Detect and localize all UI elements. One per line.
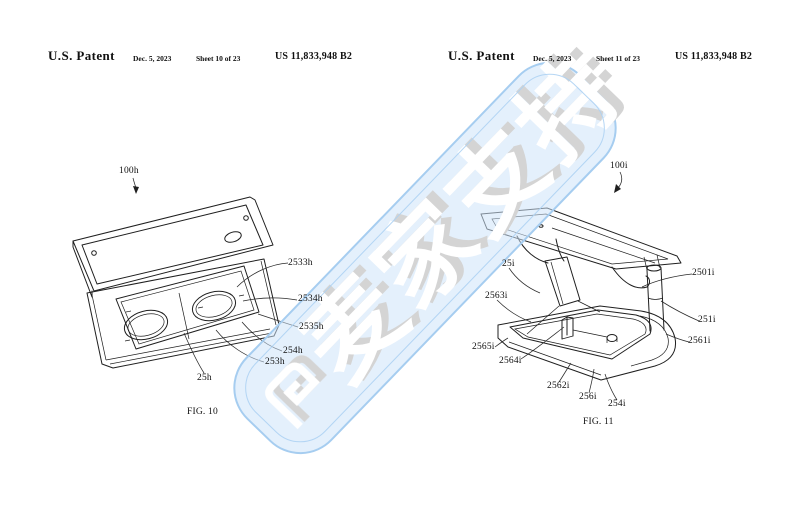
watermark-band: 麦家支持 [215, 33, 644, 473]
patent-number: US 11,833,948 B2 [675, 51, 753, 62]
patent-title: U.S. Patent [48, 48, 115, 63]
watermark-logo [265, 362, 320, 430]
patent-date: Dec. 5, 2023 [533, 54, 572, 63]
patent-date: Dec. 5, 2023 [133, 54, 172, 63]
patent-number: US 11,833,948 B2 [275, 51, 353, 62]
sheet-number: Sheet 11 of 23 [596, 54, 640, 63]
figure-10-drawing [72, 177, 299, 374]
sheet-10-header: U.S. Patent Dec. 5, 2023 Sheet 10 of 23 … [0, 0, 400, 80]
sheet-number: Sheet 10 of 23 [196, 54, 241, 63]
sheet-11-header: U.S. Patent Dec. 5, 2023 Sheet 11 of 23 … [400, 0, 800, 80]
patent-title: U.S. Patent [448, 48, 515, 63]
